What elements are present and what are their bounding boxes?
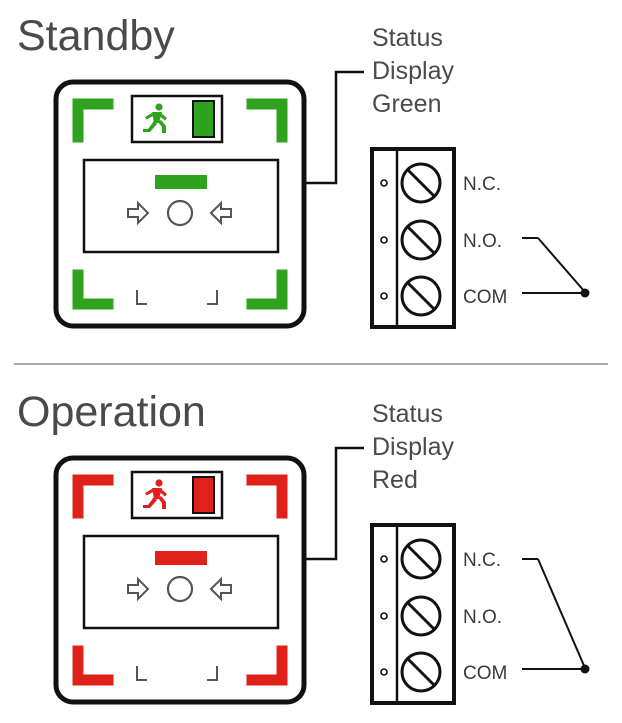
status-callout: Status Display Red [216,400,454,568]
circle-icon [166,199,194,227]
terminal-hole [380,612,388,620]
terminal-nc: N.C. [380,538,501,580]
terminal-block: N.C. N.O. COM [370,147,590,329]
screw-slot [406,225,436,255]
status-indicator-bar [155,551,207,565]
screw-slot [406,281,436,311]
status-label-line-1: Status [372,400,443,428]
status-label-line-2: Display [372,433,454,461]
terminal-hole [380,236,388,244]
terminal-hole [380,555,388,563]
status-label-line-3: Green [372,90,441,118]
corner-bracket-bottom-left [72,645,114,686]
terminal-hole [380,179,388,187]
corner-bracket-bottom-right [246,269,288,310]
status-label-line-2: Display [372,57,454,85]
terminal-hole [380,292,388,300]
terminal-label: N.C. [463,174,501,195]
status-label-line-3: Red [372,466,418,494]
screw-slot [406,168,436,198]
terminal-label: N.O. [463,231,502,252]
relay-contact [522,558,590,674]
status-label-line-1: Status [372,24,443,52]
terminal-no: N.O. [380,219,502,261]
relay-contact [522,237,590,298]
terminal-com: COM [380,275,507,317]
circle-icon [166,575,194,603]
pivot-dot [580,288,590,298]
status-indicator-bar [155,175,207,189]
corner-bracket-bottom-left [72,269,114,310]
corner-bracket-top-left [72,474,114,519]
terminal-label: N.C. [463,550,501,571]
exit-door-icon [192,476,215,514]
contact-switch-arm [537,558,586,669]
contact-switch-arm [537,237,586,293]
terminal-hole [380,668,388,676]
screw-slot [406,544,436,574]
terminal-com: COM [380,651,507,693]
exit-door-icon [192,100,215,138]
terminal-label: N.O. [463,607,502,628]
corner-bracket-top-left [72,98,114,143]
section-title: Operation [17,388,206,436]
terminal-block: N.C. N.O. COM [370,523,590,705]
terminal-label: COM [463,287,507,308]
terminal-label: COM [463,663,507,684]
terminal-nc: N.C. [380,162,501,204]
call-point-device [53,455,307,705]
screw-slot [406,601,436,631]
screw-slot [406,657,436,687]
section-standby: Standby Status Display Green [17,12,590,329]
call-point-device [53,79,307,329]
corner-bracket-top-right [246,474,288,519]
corner-bracket-top-right [246,98,288,143]
pivot-dot [580,664,590,674]
section-title: Standby [17,12,175,60]
terminal-no: N.O. [380,595,502,637]
section-operation: Operation Status Display Red [17,388,590,705]
corner-bracket-bottom-right [246,645,288,686]
